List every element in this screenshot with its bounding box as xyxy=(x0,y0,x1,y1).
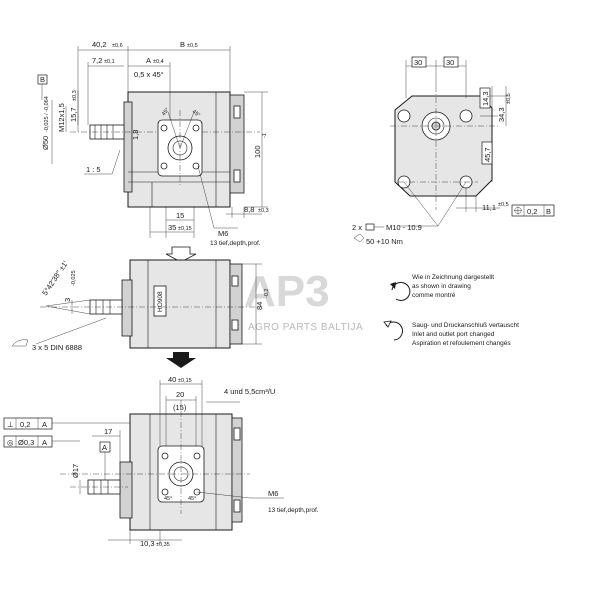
view-arrows xyxy=(165,246,197,368)
top-m6-note: 13 tief,depth,prof. xyxy=(210,240,261,247)
side-torque: 50 +10 Nm xyxy=(366,237,403,246)
middle-view: HO908 5°42'38" ±1' 3 -0,025 84 -0,2 3 x … xyxy=(11,259,270,352)
tol1-datum: A xyxy=(42,420,47,429)
bottom-front-flange xyxy=(119,461,133,519)
outline-arrow-down xyxy=(165,246,197,263)
side-dim-34-3: 34,3 xyxy=(497,107,506,122)
rotation-note-2: as shown in drawing xyxy=(412,283,471,290)
top-view: 45° 45° 40,2 ±0,6 B ±0,5 7,2 ±0,1 A ±0,4… xyxy=(37,40,269,247)
top-angle-45-left: 45° xyxy=(161,107,171,117)
middle-dim-84: 84 xyxy=(255,302,264,310)
ports-note-3: Aspiration et refoulement changés xyxy=(412,340,511,347)
side-dim-34-3-tol: ±0,5 xyxy=(506,93,512,104)
side-bolt-count: 2 x xyxy=(352,223,362,232)
middle-front-flange xyxy=(121,279,133,337)
dim-15: 15 xyxy=(176,211,184,220)
dim-7-2: 7,2 xyxy=(92,56,102,65)
dim-40-2: 40,2 xyxy=(92,40,107,49)
side-dim-11-1: 11,1 xyxy=(482,203,496,212)
dim-1-8: 1,8 xyxy=(131,130,140,140)
ports-note-1: Saug- und Druckanschluß vertauscht xyxy=(412,322,519,329)
side-bolt-spec: M10 - 10.9 xyxy=(386,223,422,232)
bottom-dim-20: 20 xyxy=(176,390,184,399)
tol2-datum: A xyxy=(42,438,47,447)
nameplate-text: HO908 xyxy=(157,291,164,312)
datum-B-label: B xyxy=(40,75,45,84)
side-tol-value: 0,2 xyxy=(527,207,537,216)
dim-phi50-tol: -0,025 / -0,064 xyxy=(44,96,50,132)
side-dim-30b: 30 xyxy=(446,58,454,67)
dim-35: 35 xyxy=(168,223,176,232)
tol2-value: Ø0,3 xyxy=(18,438,34,447)
bottom-dim-40: 40 xyxy=(168,375,176,384)
ports-note-2: Inlet and outlet port changed xyxy=(412,331,495,338)
middle-dim-84-tol: -0,2 xyxy=(264,289,270,298)
watermark-logo: AP3 xyxy=(244,267,330,316)
middle-dim-3: 3 xyxy=(63,298,72,302)
notes: Wie in Zeichnung dargestellt as shown in… xyxy=(383,274,519,347)
side-dim-14-3: 14,3 xyxy=(481,91,490,106)
dim-8-8: 8,8 xyxy=(244,205,254,214)
dim-35-tol: ±0,15 xyxy=(178,226,192,232)
datum-A-label: A xyxy=(102,443,107,452)
dim-A-tol: ±0,4 xyxy=(153,59,164,65)
bottom-dim-phi17: Ø17 xyxy=(71,464,80,478)
bottom-dim-17: 17 xyxy=(104,427,112,436)
dim-chamfer: 0,5 x 45° xyxy=(134,70,164,79)
watermark-subtitle: AGRO PARTS BALTIJA xyxy=(248,322,363,333)
dim-taper: 1 : 5 xyxy=(86,165,101,174)
dim-15-7: 15,7 xyxy=(69,107,78,122)
dim-m12: M12x1,5 xyxy=(57,103,66,132)
rotation-note-1: Wie in Zeichnung dargestellt xyxy=(412,274,494,281)
middle-key-spec: 3 x 5 DIN 6888 xyxy=(32,343,82,352)
bottom-displacement: 4 und 5,5cm³/U xyxy=(224,387,275,396)
tol1-value: 0,2 xyxy=(20,420,30,429)
top-angle-45-right: 45° xyxy=(191,109,201,119)
bottom-m6-label: M6 xyxy=(268,489,278,498)
side-dim-11-1-tol: ±0,5 xyxy=(498,202,509,208)
watermark: AP3 AGRO PARTS BALTIJA xyxy=(244,267,363,333)
bottom-m6-note: 13 tief,depth,prof. xyxy=(268,507,319,514)
bottom-view: 45° 45° 40 ±0,15 20 (15) 4 und 5,5cm³/U … xyxy=(3,375,319,548)
side-tol-datum: B xyxy=(546,207,551,216)
dim-100: 100 xyxy=(253,145,262,158)
bottom-dim-10-3: 10,3 xyxy=(140,539,155,548)
top-front-flange xyxy=(123,101,133,193)
rotation-note-3: comme montré xyxy=(412,292,456,299)
tol1-symbol: ⊥ xyxy=(7,420,14,429)
bottom-angle-45-left: 45° xyxy=(164,496,172,502)
dim-15-7-tol: ±0,3 xyxy=(72,90,78,101)
middle-dim-3-tol: -0,025 xyxy=(71,270,77,286)
tol2-symbol: ◎ xyxy=(7,438,14,447)
dim-B: B xyxy=(180,40,185,49)
bottom-rear-cover xyxy=(231,417,243,523)
dim-100-tol: -1 xyxy=(262,133,268,138)
dim-B-tol: ±0,5 xyxy=(187,43,198,49)
bottom-dim-15p: (15) xyxy=(173,403,187,412)
dim-phi50: Ø50 xyxy=(41,136,50,150)
top-rear-cover xyxy=(229,94,245,194)
top-m6-label: M6 xyxy=(218,229,228,238)
bottom-dim-40-tol: ±0,15 xyxy=(178,378,192,384)
middle-pump-body xyxy=(129,259,231,349)
bottom-dim-10-3-tol: ±0,35 xyxy=(156,542,170,548)
nameplate xyxy=(153,285,167,317)
solid-arrow-down xyxy=(166,352,196,368)
side-view: 30 30 14,3 34,3 ±0,5 45,7 11,1 ±0,5 0,2 … xyxy=(352,56,555,246)
bottom-angle-45-right: 45° xyxy=(188,496,196,502)
dim-A: A xyxy=(146,56,151,65)
dim-40-2-tol: ±0,6 xyxy=(112,43,123,49)
dim-7-2-tol: ±0,1 xyxy=(104,59,115,65)
middle-dim-taper-angle: 5°42'38" ±1' xyxy=(40,259,70,297)
side-dim-45-7: 45,7 xyxy=(483,147,492,162)
dim-8-8-tol: ±0,3 xyxy=(258,208,269,214)
side-dim-30a: 30 xyxy=(414,58,422,67)
